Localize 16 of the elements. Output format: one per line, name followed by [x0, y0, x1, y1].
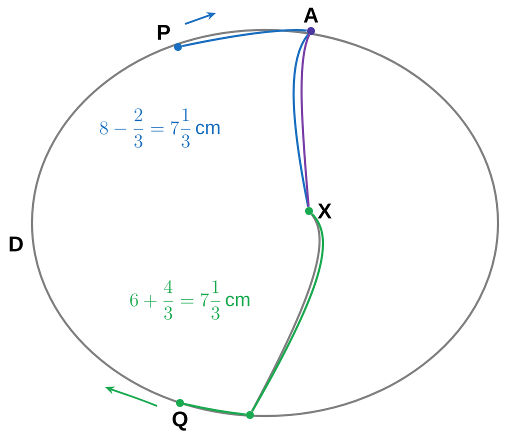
curve [292, 34, 310, 208]
labeled-point: P [158, 25, 182, 51]
formula: $8-\frac{2}{3}=7\frac{1}{3}\,\mathrm{cm}$ [100, 108, 220, 148]
node-label: X [318, 204, 332, 218]
curve [182, 29, 307, 48]
point-label: D [10, 236, 23, 252]
node-label: P [158, 25, 170, 40]
point-dot [246, 411, 254, 419]
labeled-point: X [305, 204, 332, 218]
labeled-point: Q [172, 399, 188, 431]
node-label: A [304, 8, 318, 22]
formula: $6+\frac{4}{3}=7\frac{1}{3}\,\mathrm{cm}$ [130, 280, 250, 320]
node-label: Q [172, 412, 188, 431]
labeled-point: A [304, 8, 318, 35]
curve [184, 402, 246, 416]
curve [300, 34, 310, 207]
